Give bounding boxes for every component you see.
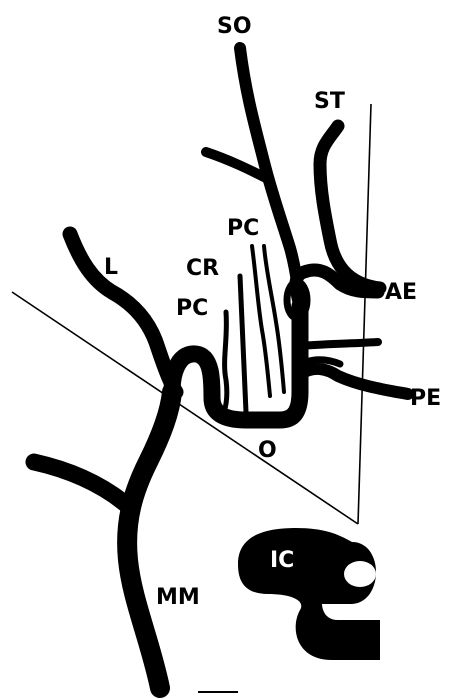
posterior-ciliary-lower-vessel (224, 312, 227, 412)
mm-branch (34, 462, 128, 506)
ic-vessel-body (238, 528, 380, 660)
label-o: O (258, 438, 277, 463)
label-pc-lower: PC (176, 296, 208, 321)
internal-carotid-artery (238, 528, 380, 660)
central-retinal-vessel (240, 276, 246, 412)
label-mm: MM (156, 585, 200, 610)
orbit-lateral-line (358, 104, 371, 524)
mm-trunk (127, 392, 172, 688)
label-cr: CR (186, 256, 219, 281)
pe-upper-branch (302, 342, 378, 346)
label-pc-upper: PC (227, 216, 259, 241)
label-ic: IC (270, 548, 294, 573)
pe-trunk (300, 369, 408, 394)
ciliary-and-retinal-vessels (224, 246, 284, 412)
pe-small-branch (306, 360, 340, 364)
ic-lumen (344, 561, 376, 587)
label-st: ST (314, 89, 345, 114)
lacrimal-artery (70, 234, 176, 392)
middle-meningeal-artery (34, 392, 172, 688)
label-so: SO (217, 14, 252, 39)
supratrochlear-artery (320, 126, 380, 288)
label-ae: AE (385, 280, 417, 305)
posterior-ethmoidal-artery (300, 342, 408, 394)
label-l: L (104, 255, 118, 280)
label-pe: PE (410, 386, 441, 411)
